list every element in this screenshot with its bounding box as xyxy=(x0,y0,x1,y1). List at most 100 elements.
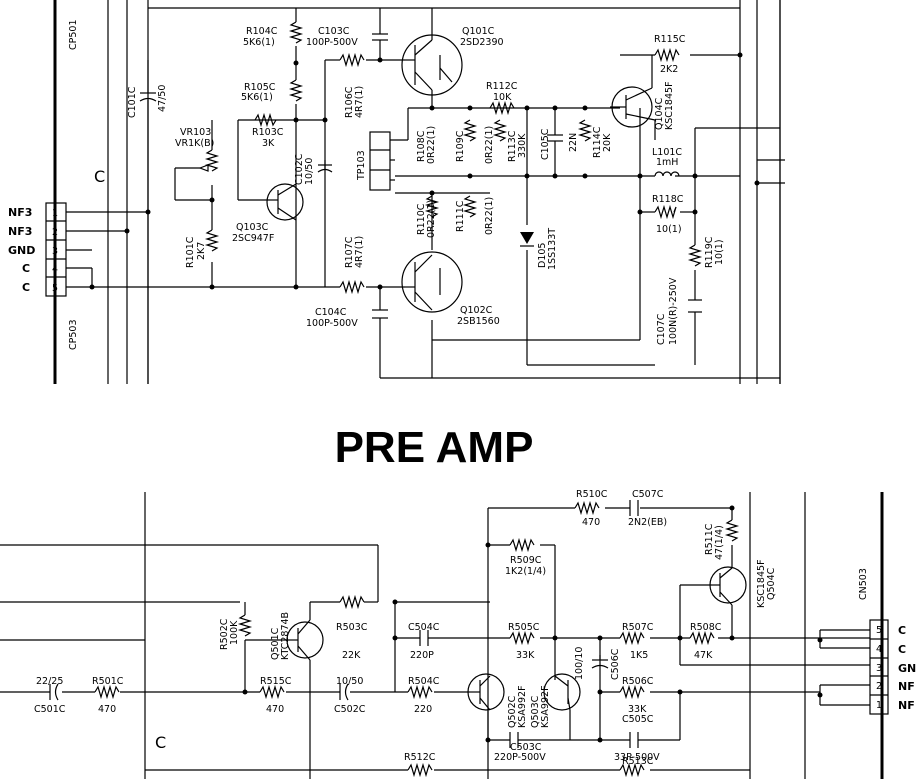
r506c-ref: R506C xyxy=(622,676,654,687)
upper-pin2-num: 2 xyxy=(52,227,58,238)
upper-pin4-name: C xyxy=(22,262,30,275)
r111c-ref: R111C xyxy=(455,200,466,232)
r119c-value: 10(1) xyxy=(714,239,725,265)
c503c-symbol xyxy=(509,732,519,748)
c107c-value: 100N(R)-250V xyxy=(668,277,679,345)
c506c-symbol xyxy=(591,655,609,669)
r501c-ref: R501C xyxy=(92,676,124,687)
lower-pin5-num: 5 xyxy=(876,625,882,636)
r105c-value: 5K6(1) xyxy=(241,92,273,103)
d105-symbol xyxy=(520,232,534,247)
r505c-ref: R505C xyxy=(508,622,540,633)
r101c-value: 2K7 xyxy=(196,242,207,260)
r112c-ref: R112C xyxy=(486,81,518,92)
r505c-value: 33K xyxy=(516,650,535,661)
r510c-symbol xyxy=(574,500,600,516)
connector-cn503-label: CN503 xyxy=(858,568,869,600)
r508c-value: 47K xyxy=(694,650,713,661)
r105c-symbol xyxy=(288,79,304,102)
tp103-symbol xyxy=(369,108,409,191)
r110c-symbol xyxy=(424,195,440,218)
r512c-ref: R512C xyxy=(404,752,436,763)
r107c-symbol xyxy=(339,279,365,295)
r511c-value: 47(1/4) xyxy=(714,525,725,560)
r506c-value: 33K xyxy=(628,704,647,715)
r101c-symbol xyxy=(204,229,220,252)
r111c-symbol xyxy=(462,195,478,218)
c107c-symbol xyxy=(688,299,702,313)
r504c-ref: R504C xyxy=(408,676,440,687)
r103c-ref: R103C xyxy=(252,127,284,138)
c507c-ref: C507C xyxy=(632,489,664,500)
r502c-value: 100K xyxy=(229,620,240,645)
r115c-value: 2K2 xyxy=(660,64,678,75)
q501c-value: KTC2874B xyxy=(280,612,291,660)
r501c-value: 470 xyxy=(98,704,116,715)
r105c-ref: R105C xyxy=(244,82,276,93)
r112c-symbol xyxy=(489,100,515,116)
vr103-value: VR1K(B) xyxy=(175,138,214,149)
r104c-value: 5K6(1) xyxy=(243,37,275,48)
q104c-ref: Q104C xyxy=(654,97,665,130)
q103c-value: 2SC947F xyxy=(232,233,274,244)
r503c-symbol xyxy=(339,594,365,610)
q504c-value: Q504C xyxy=(766,567,777,600)
q102c-ref: Q102C xyxy=(460,305,493,316)
q503c-symbol xyxy=(543,673,581,711)
c103c-ref: C103C xyxy=(318,26,350,37)
c103c-value: 100P-500V xyxy=(306,37,358,48)
r503c-value: 22K xyxy=(342,650,361,661)
r109c-symbol xyxy=(462,119,478,142)
r508c-symbol xyxy=(689,630,715,646)
r513c-ref: R513C xyxy=(622,756,654,767)
upper-pin1-name: NF3 xyxy=(8,206,32,219)
r515c-value: 470 xyxy=(266,704,284,715)
r111c-value: 0R22(1) xyxy=(484,197,495,235)
lower-pin3-num: 3 xyxy=(876,663,882,674)
r119c-symbol xyxy=(687,244,703,267)
lower-pin1-name: NF xyxy=(898,699,915,712)
c505c-ref: C505C xyxy=(622,714,654,725)
r108c-value: 0R22(1) xyxy=(426,126,437,164)
l101c-value: 1mH xyxy=(656,157,678,168)
r118c-ref: R118C xyxy=(652,194,684,205)
q504c-symbol xyxy=(709,566,747,606)
lower-symbols xyxy=(49,500,889,778)
q103c-ref: Q103C xyxy=(236,222,269,233)
upper-connector-box xyxy=(45,202,67,297)
c501c-rating: 22/25 xyxy=(36,676,63,687)
q102c-value: 2SB1560 xyxy=(457,316,500,327)
upper-wiring xyxy=(53,0,785,384)
r502c-symbol xyxy=(237,614,253,637)
c104c-ref: C104C xyxy=(315,307,347,318)
r114c-ref: R114C xyxy=(592,126,603,158)
c105c-ref: C105C xyxy=(540,128,551,160)
q101c-value: 2SD2390 xyxy=(460,37,504,48)
r119c-ref: R119C xyxy=(704,236,715,268)
r502c-ref: R502C xyxy=(219,618,230,650)
r112c-value: 10K xyxy=(493,92,512,103)
lower-pin1-num: 1 xyxy=(876,700,882,711)
r507c-ref: R507C xyxy=(622,622,654,633)
upper-junctions xyxy=(89,52,760,290)
r504c-value: 220 xyxy=(414,704,432,715)
lower-wiring xyxy=(0,492,884,779)
r507c-symbol xyxy=(619,630,645,646)
q104c-symbol xyxy=(610,86,656,128)
q103c-symbol xyxy=(266,183,304,221)
upper-labels: CP501 CP503 NF3 NF3 GND C C 1 2 3 4 5 C … xyxy=(8,20,725,351)
upper-pin5-num: 5 xyxy=(52,283,58,294)
r110c-value: 0R22(1) xyxy=(426,200,437,238)
tp103-ref: TP103 xyxy=(356,150,367,181)
r511c-symbol xyxy=(724,519,740,542)
connector-cp503-label: CP503 xyxy=(68,320,79,351)
r108c-ref: R108C xyxy=(416,130,427,162)
vr103-symbol xyxy=(204,149,220,172)
c506c-rating: 100/10 xyxy=(574,647,585,680)
lower-pin4-name: C xyxy=(898,643,906,656)
r106c-ref: R106C xyxy=(344,86,355,118)
c502c-ref: C502C xyxy=(334,704,366,715)
r509c-symbol xyxy=(509,537,535,553)
r115c-symbol xyxy=(654,47,680,63)
r511c-ref: R511C xyxy=(704,523,715,555)
